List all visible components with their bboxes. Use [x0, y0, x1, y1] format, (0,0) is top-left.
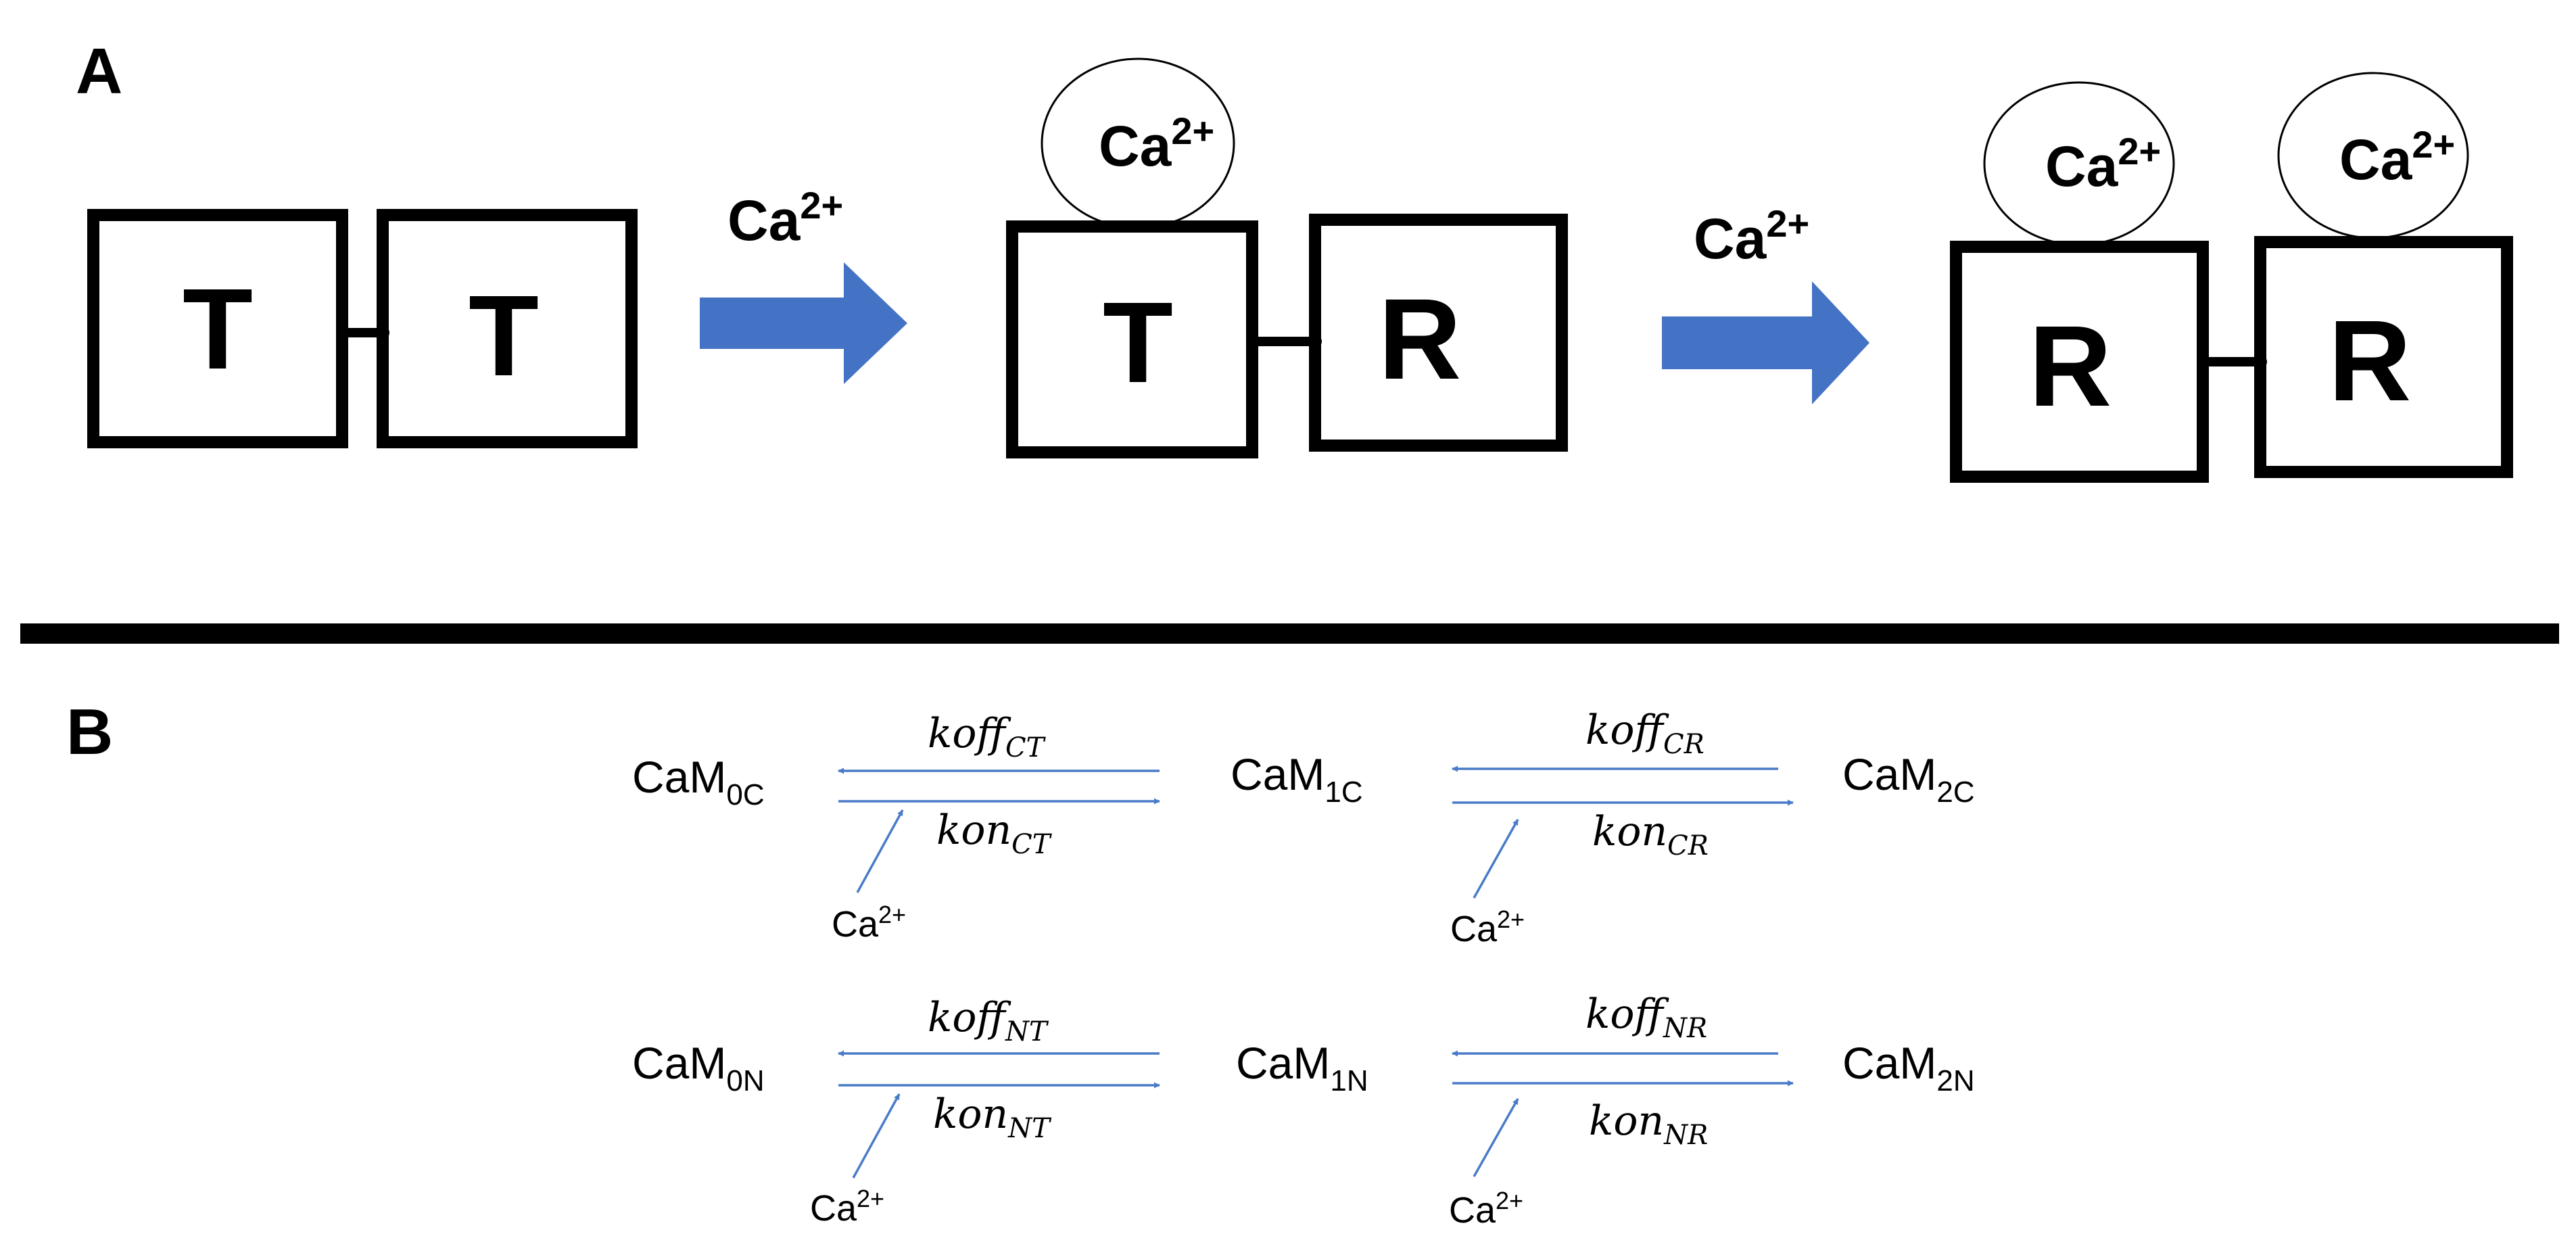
linker-joint [2253, 355, 2267, 369]
state-rr: Ca2+ Ca2+ R R [1950, 72, 2513, 483]
rate-kon-ct: konCT [936, 807, 1053, 860]
rate-kon-cr: konCR [1592, 808, 1709, 861]
state-tt: T T [87, 209, 638, 448]
box-letter-4: R [1379, 275, 1462, 404]
species-cam-1n: CaM1N [1236, 1038, 1368, 1097]
bound-ion-1: Ca2+ [1099, 110, 1214, 178]
box-letter-5: R [2029, 302, 2112, 431]
rate-koff-cr: koffCR [1585, 707, 1704, 760]
box-letter-2: T [469, 272, 539, 400]
species-cam-2c: CaM2C [1842, 749, 1975, 809]
box-letter-3: T [1103, 279, 1173, 407]
ca-input-arrow-nt [852, 1093, 901, 1179]
state-tr: Ca2+ T R [1006, 57, 1568, 458]
species-cam-0c: CaM0C [632, 752, 765, 811]
box-letter-1: T [183, 265, 253, 394]
linker-joint [1308, 335, 1322, 348]
rate-kon-nr: konNR [1589, 1097, 1708, 1151]
rate-koff-nt: koffNT [928, 994, 1049, 1047]
panel-a-label: A [76, 35, 122, 108]
domain-box-4 [1309, 214, 1568, 452]
ca-input-arrow-nr [1473, 1098, 1519, 1177]
ca-ion-label-cr: Ca2+ [1450, 905, 1525, 949]
species-cam-1c: CaM1C [1231, 749, 1363, 809]
box-letter-6: R [2329, 297, 2412, 425]
ca-ion-label-nt: Ca2+ [810, 1185, 884, 1229]
bound-ion-3: Ca2+ [2339, 123, 2455, 191]
species-cam-0n: CaM0N [632, 1038, 765, 1097]
transition-arrow-1: Ca2+ [700, 184, 907, 384]
linker-joint [376, 326, 389, 339]
rate-koff-ct: koffCT [928, 710, 1047, 763]
block-arrow-2 [1662, 281, 1869, 404]
ca-ion-label-nr: Ca2+ [1449, 1187, 1523, 1231]
rate-koff-nr: koffNR [1585, 991, 1707, 1044]
panel-divider [20, 623, 2559, 644]
transition-arrow-2: Ca2+ [1662, 202, 1869, 404]
ca-input-arrow-ct [856, 809, 904, 893]
arrow-2-ion: Ca2+ [1694, 202, 1809, 270]
block-arrow-1 [700, 262, 907, 384]
rate-kon-nt: konNT [933, 1091, 1052, 1144]
arrow-1-ion: Ca2+ [728, 184, 843, 252]
ca-input-arrow-cr [1473, 819, 1519, 899]
bound-ion-2: Ca2+ [2045, 130, 2161, 198]
panel-b-label: B [66, 696, 113, 768]
species-cam-2n: CaM2N [1842, 1038, 1975, 1097]
ca-ion-label-ct: Ca2+ [832, 901, 906, 945]
